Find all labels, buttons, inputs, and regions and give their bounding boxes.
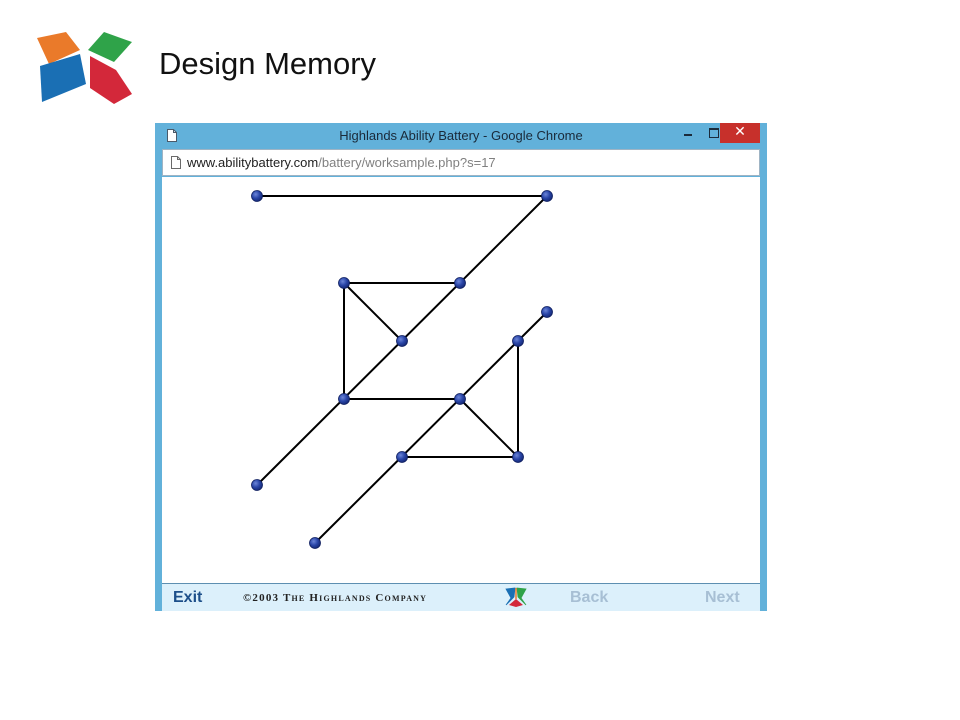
design-dot xyxy=(309,537,321,549)
design-figure xyxy=(251,190,553,549)
copyright-text: ©2003 The Highlands Company xyxy=(243,592,428,604)
minimize-icon xyxy=(684,134,692,136)
logo-red-petal xyxy=(90,56,132,104)
window-titlebar[interactable]: Highlands Ability Battery - Google Chrom… xyxy=(155,123,767,149)
logo-blue-petal xyxy=(40,54,86,102)
company-logo-icon xyxy=(37,32,132,104)
back-button[interactable]: Back xyxy=(570,589,609,606)
window-title: Highlands Ability Battery - Google Chrom… xyxy=(339,128,583,143)
design-dot xyxy=(454,393,466,405)
design-line xyxy=(459,398,519,458)
design-dot xyxy=(541,306,553,318)
design-dot xyxy=(251,479,263,491)
url-text[interactable]: www.abilitybattery.com/battery/worksampl… xyxy=(187,155,496,170)
logo-green-petal xyxy=(88,32,132,62)
design-dot xyxy=(512,335,524,347)
maximize-icon xyxy=(709,128,719,138)
design-dot xyxy=(396,335,408,347)
maximize-button[interactable] xyxy=(701,123,727,143)
design-lines xyxy=(256,195,548,544)
design-dot xyxy=(396,451,408,463)
exit-button[interactable]: Exit xyxy=(173,589,203,606)
design-line xyxy=(314,311,548,544)
slide-title: Design Memory xyxy=(159,46,377,81)
highlands-logo-icon xyxy=(505,587,527,607)
footer-bar: Exit ©2003 The Highlands Company Back Ne… xyxy=(162,583,760,611)
url-path: /battery/worksample.php?s=17 xyxy=(318,155,496,170)
design-dot xyxy=(512,451,524,463)
design-line xyxy=(343,282,403,342)
url-domain: www.abilitybattery.com xyxy=(187,155,319,170)
browser-window: Highlands Ability Battery - Google Chrom… xyxy=(155,123,767,611)
minimize-button[interactable] xyxy=(675,123,701,143)
design-dots xyxy=(251,190,553,549)
next-button[interactable]: Next xyxy=(705,589,740,606)
design-dot xyxy=(338,393,350,405)
design-dot xyxy=(454,277,466,289)
close-icon: ✕ xyxy=(734,124,746,140)
page-icon xyxy=(171,156,181,169)
logo-orange-petal xyxy=(37,32,80,64)
design-dot xyxy=(338,277,350,289)
design-dot xyxy=(251,190,263,202)
design-dot xyxy=(541,190,553,202)
page-icon xyxy=(167,129,177,142)
address-bar[interactable]: www.abilitybattery.com/battery/worksampl… xyxy=(162,149,760,176)
page-viewport xyxy=(162,177,760,583)
close-button[interactable]: ✕ xyxy=(720,123,760,143)
